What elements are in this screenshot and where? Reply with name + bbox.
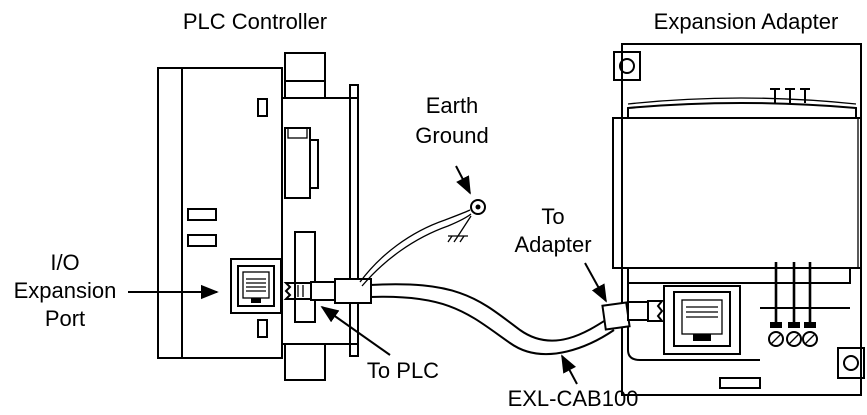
to-adapter-label-line2: Adapter: [514, 232, 591, 257]
plc-controller: [157, 52, 359, 381]
terminal-leads: [768, 262, 818, 347]
expansion-cable: [283, 199, 665, 356]
terminal-pins-top: [770, 88, 810, 103]
io-label-line2: Expansion: [14, 278, 117, 303]
cable-arrow: [561, 354, 578, 385]
to-adapter-arrow: [584, 262, 607, 303]
io-label-line1: I/O: [50, 250, 79, 275]
to-plc-arrow: [320, 305, 391, 356]
io-label-line3: Port: [45, 306, 85, 331]
cable-model-label: EXL-CAB100: [508, 386, 639, 411]
plc-front-bezel: [157, 67, 183, 359]
earth-ground-arrow: [455, 165, 471, 195]
ground-ring-lug-icon: [470, 199, 486, 215]
mounting-hole-icon: [619, 58, 635, 74]
earth-ground-icon: [447, 215, 472, 243]
expansion-adapter: [612, 43, 865, 396]
adapter-window: [612, 117, 862, 269]
plc-controller-title: PLC Controller: [183, 9, 327, 34]
adapter-body: [621, 43, 862, 396]
expansion-adapter-title: Expansion Adapter: [654, 9, 839, 34]
callout-arrows: [128, 165, 607, 385]
adapter-port: [663, 285, 741, 355]
plc-cable-plug: [283, 278, 372, 304]
to-plc-label: To PLC: [367, 358, 439, 383]
plc-bottom-foot: [284, 343, 326, 381]
adapter-cable-plug: [601, 300, 665, 331]
earth-ground-label-line2: Ground: [415, 123, 488, 148]
to-adapter-label-line1: To: [541, 204, 564, 229]
ground-wire: [359, 209, 471, 283]
io-expansion-port: [230, 258, 282, 314]
earth-ground-label-line1: Earth: [426, 93, 479, 118]
plc-top-foot: [284, 52, 326, 82]
screw-terminal-icon: [768, 331, 784, 347]
